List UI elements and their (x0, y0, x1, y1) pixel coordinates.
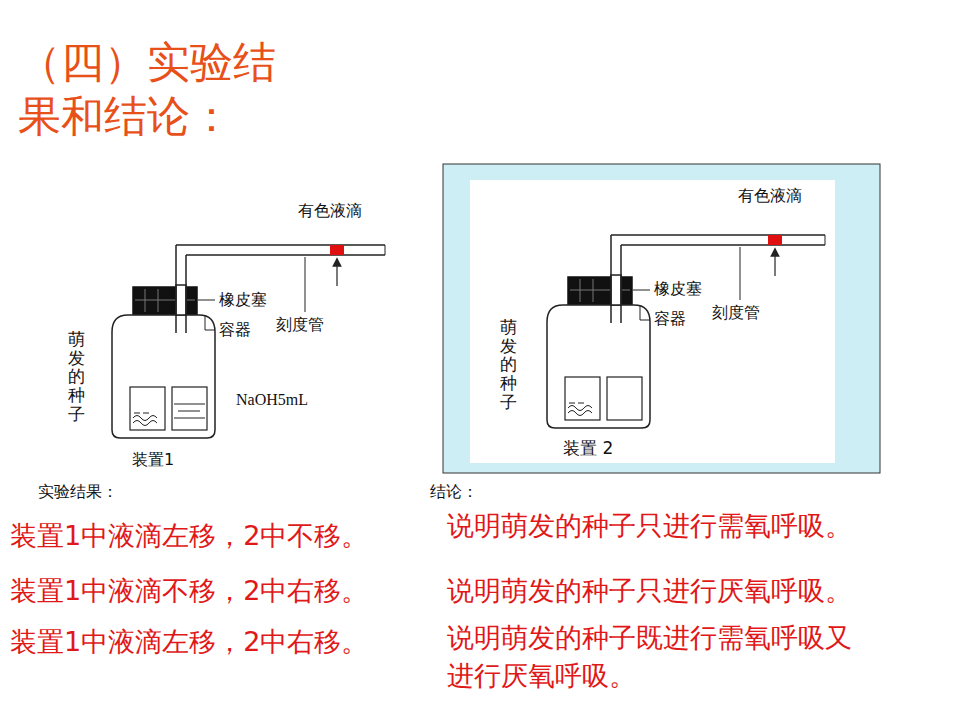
part-label: 有色液滴 (738, 186, 802, 207)
part-label: 橡皮塞 (654, 279, 702, 300)
device-2 (547, 235, 825, 428)
vertical-label: 萌发的种子 (68, 330, 85, 423)
conclusion-text: 说明萌发的种子只进行需氧呼吸。 (447, 508, 852, 544)
section-label: 结论： (430, 482, 478, 503)
part-label: 刻度管 (712, 303, 760, 324)
part-label: 橡皮塞 (219, 290, 267, 311)
part-label: 容器 (654, 309, 686, 330)
vertical-label: 萌发的种子 (500, 318, 517, 411)
conclusion-text: 说明萌发的种子只进行厌氧呼吸。 (447, 573, 852, 609)
conclusion-text: 说明萌发的种子既进行需氧呼吸又进行厌氧呼吸。 (447, 619, 877, 695)
part-label: 有色液滴 (298, 201, 362, 222)
result-text: 装置1中液滴左移，2中右移。 (10, 624, 368, 660)
part-label: 容器 (219, 320, 251, 341)
device-1 (112, 245, 385, 438)
panel-inner (470, 180, 835, 463)
device-label: 装置1 (132, 450, 174, 471)
part-label: 刻度管 (276, 315, 324, 336)
slide-title: （四）实验结果和结论： (18, 36, 290, 144)
result-text: 装置1中液滴左移，2中不移。 (10, 518, 368, 554)
result-text: 装置1中液滴不移，2中右移。 (10, 573, 368, 609)
reagent-label: NaOH5mL (236, 391, 308, 409)
panel-frame (443, 164, 880, 473)
section-label: 实验结果： (38, 482, 118, 503)
device-label: 装置 2 (563, 437, 613, 460)
